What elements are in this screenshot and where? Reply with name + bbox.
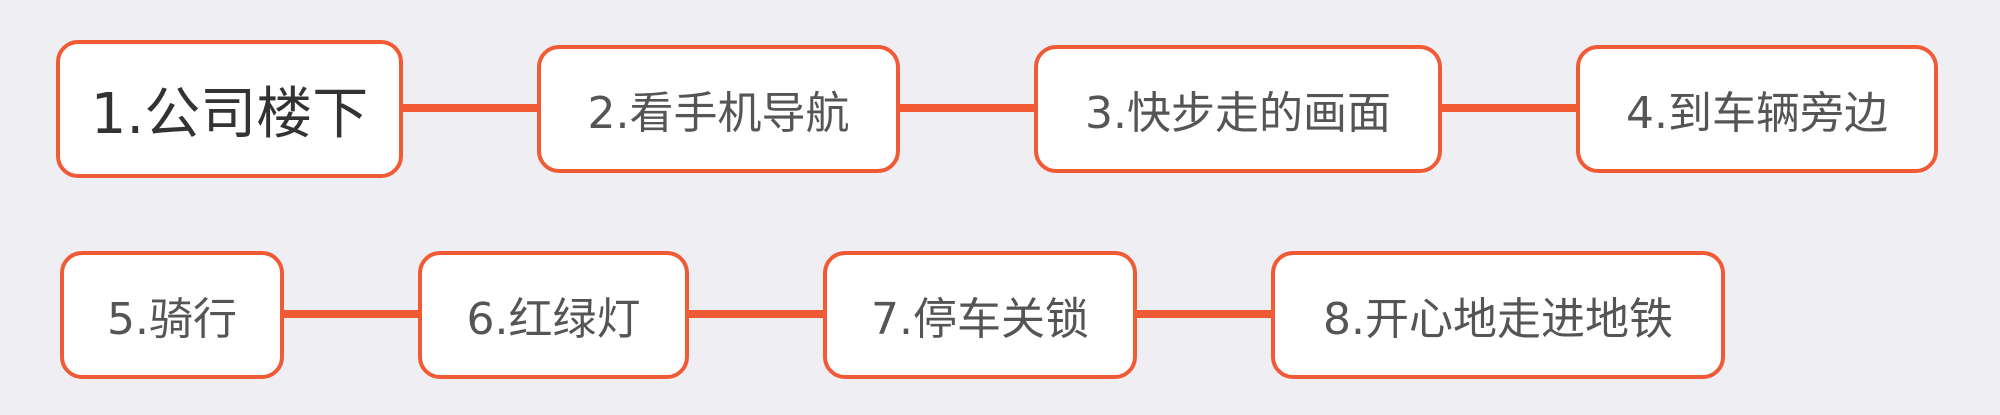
connector-2-3: [897, 104, 1037, 112]
step-node-3: 3.快步走的画面: [1034, 45, 1442, 173]
step-node-2: 2.看手机导航: [537, 45, 900, 173]
step-node-6: 6.红绿灯: [418, 251, 689, 379]
step-node-8: 8.开心地走进地铁: [1271, 251, 1725, 379]
connector-1-2: [400, 104, 540, 112]
connector-5-6: [281, 310, 421, 318]
connector-6-7: [686, 310, 826, 318]
connector-7-8: [1134, 310, 1274, 318]
step-node-5: 5.骑行: [60, 251, 284, 379]
step-node-1: 1.公司楼下: [56, 40, 403, 178]
connector-3-4: [1439, 104, 1579, 112]
step-node-7: 7.停车关锁: [823, 251, 1137, 379]
step-node-4: 4.到车辆旁边: [1576, 45, 1938, 173]
